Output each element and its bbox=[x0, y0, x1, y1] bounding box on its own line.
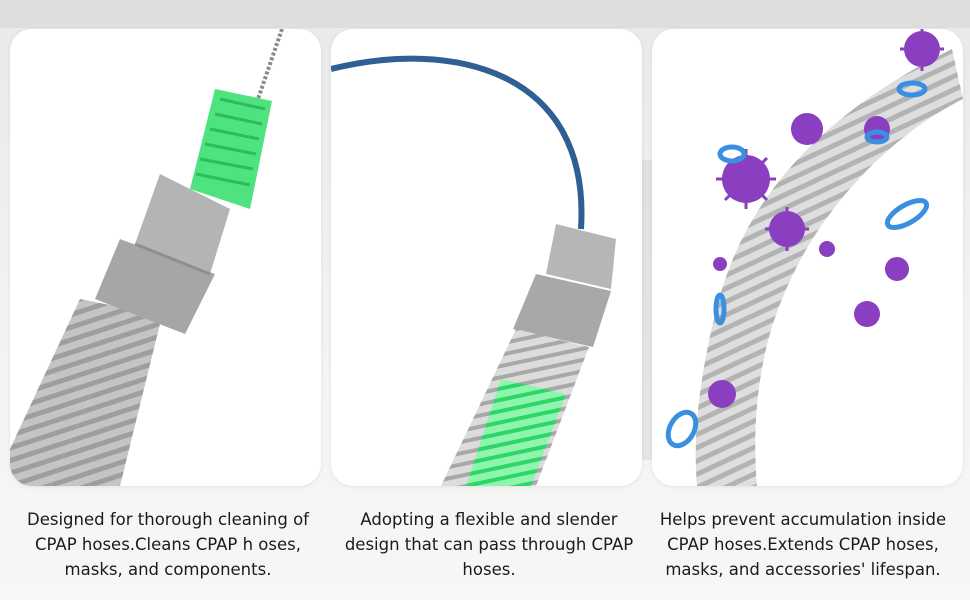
caption-panel-2: Adopting a flexible and slender design t… bbox=[344, 510, 634, 579]
flexible-wire-illustration bbox=[331, 55, 616, 486]
brush-hose-illustration bbox=[10, 29, 284, 486]
flexible-wire bbox=[331, 55, 585, 230]
corrugated-hose bbox=[695, 49, 963, 486]
brush-wire bbox=[256, 29, 284, 100]
product-image-brush-in-hose bbox=[10, 29, 321, 486]
hose-cuff bbox=[513, 224, 616, 347]
germ-icon bbox=[716, 29, 944, 251]
corrugated-hose bbox=[10, 299, 130, 486]
green-brush-icon bbox=[466, 379, 566, 486]
ring-icon bbox=[665, 80, 930, 449]
caption-panel-1: Designed for thorough cleaning of CPAP h… bbox=[27, 510, 309, 579]
product-image-flexible-design bbox=[331, 29, 642, 486]
product-image-germ-prevention bbox=[652, 29, 963, 486]
caption-panel-3: Helps prevent accumulation inside CPAP h… bbox=[659, 510, 947, 579]
germ-hose-illustration bbox=[665, 29, 963, 486]
hose-cuff bbox=[95, 174, 230, 334]
background-stripe bbox=[0, 0, 970, 28]
green-brush-icon bbox=[190, 89, 272, 209]
